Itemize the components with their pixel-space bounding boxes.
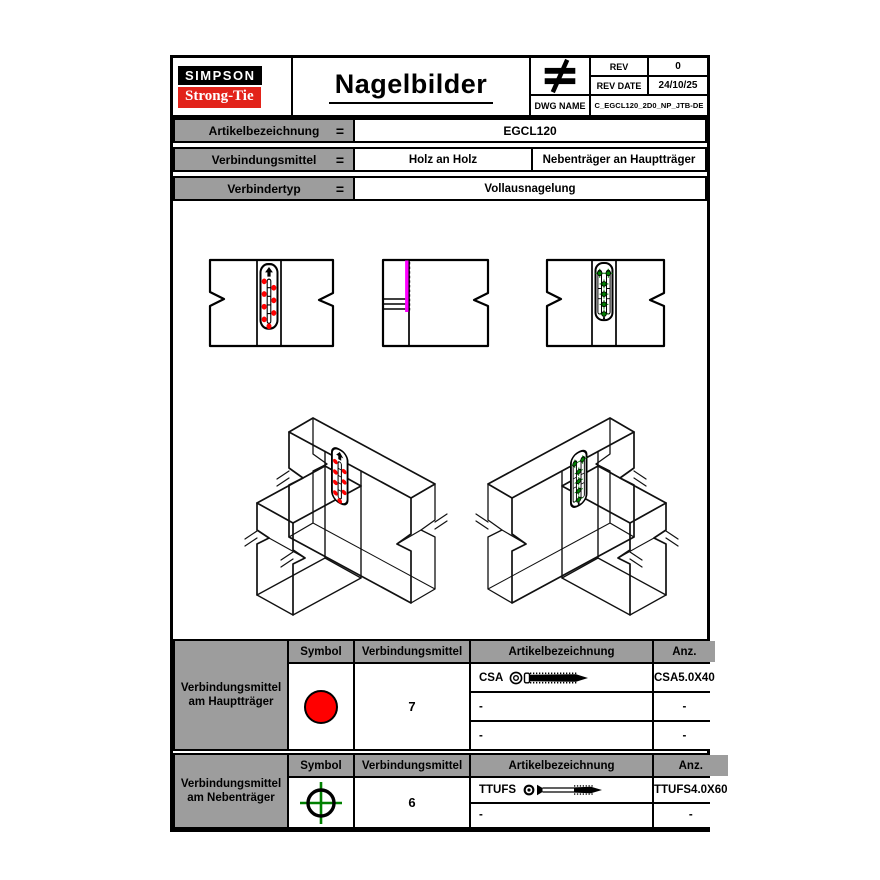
col-header-article: Artikelbezeichnung (471, 641, 652, 662)
equals-sign: = (335, 122, 344, 139)
article-info-table: Artikelbezeichnung = EGCL120 Verbindungs… (173, 118, 707, 201)
hauptrager-fastener-table: Verbindungsmittel am Hauptträger Symbol … (173, 639, 715, 751)
fastener-cell: CSA (471, 664, 652, 691)
group-label-hauptrager: Verbindungsmittel am Hauptträger (175, 641, 287, 749)
article-cell: TTUFS4.0X60 (654, 778, 728, 802)
fastener-cell: - (471, 722, 652, 749)
logo-strongtie: Strong-Tie (178, 86, 261, 108)
rev-label: REV (591, 58, 647, 75)
fastener-cell: TTUFS (471, 778, 652, 802)
iso-view-hauptrager-side (244, 417, 448, 616)
title-block: SIMPSON Strong-Tie Nagelbilder REV 0 REV… (173, 58, 707, 118)
col-header-article: Artikelbezeichnung (471, 755, 652, 776)
col-header-symbol: Symbol (289, 755, 353, 776)
info-label: Verbindertyp = (175, 178, 353, 199)
iso-view-nebentrager-side (475, 417, 679, 616)
csa-screw-icon (509, 671, 589, 684)
info-label: Artikelbezeichnung = (175, 120, 353, 141)
nail-pattern-drawings (173, 201, 707, 639)
verbindungsmittel-value-right: Nebenträger an Hauptträger (533, 149, 705, 170)
front-view-nebentrager-nails (545, 258, 666, 348)
group-label-nebentrager: Verbindungsmittel am Nebenträger (175, 755, 287, 827)
nebentrager-qty: 6 (355, 778, 469, 827)
hauptrager-qty: 7 (355, 664, 469, 749)
info-label: Verbindungsmittel = (175, 149, 353, 170)
revision-table: REV 0 REV DATE 24/10/25 DWG NAME C_EGCL1… (531, 58, 707, 115)
dwg-name-label: DWG NAME (531, 96, 589, 115)
nebentrager-symbol-cell (289, 778, 353, 827)
sheet-title: Nagelbilder (328, 69, 494, 104)
col-header-fastener: Verbindungsmittel (355, 755, 469, 776)
equals-sign: = (335, 180, 344, 197)
drawing-sheet: SIMPSON Strong-Tie Nagelbilder REV 0 REV… (170, 55, 728, 832)
verbindertyp-value: Vollausnagelung (355, 178, 705, 199)
col-header-fastener: Verbindungsmittel (355, 641, 469, 662)
article-cell: CSA5.0X40 (654, 664, 715, 691)
ttufs-screw-icon (523, 784, 603, 796)
sheet-title-cell: Nagelbilder (293, 58, 531, 115)
hauptrager-symbol-cell (289, 664, 353, 749)
not-equal-icon (531, 58, 589, 94)
rev-date-value: 24/10/25 (649, 77, 707, 94)
dwg-name-value: C_EGCL120_2D0_NP_JTB-DE (591, 96, 707, 115)
front-view-hauptrager-nails (208, 258, 335, 348)
col-header-symbol: Symbol (289, 641, 353, 662)
green-crosshair-circle-symbol (300, 781, 342, 824)
artikelbezeichnung-value: EGCL120 (355, 120, 705, 141)
nebentrager-fastener-table: Verbindungsmittel am Nebenträger Symbol … (173, 753, 728, 829)
logo-simpson: SIMPSON (178, 65, 263, 85)
rev-date-label: REV DATE (591, 77, 647, 94)
info-row-verbindungsmittel: Verbindungsmittel = Holz an Holz Nebentr… (173, 147, 707, 172)
info-row-verbindertyp: Verbindertyp = Vollausnagelung (173, 176, 707, 201)
side-view-plate-edge (381, 258, 490, 348)
fastener-cell: - (471, 693, 652, 720)
equals-sign: = (335, 151, 344, 168)
article-cell: - (654, 693, 715, 720)
verbindungsmittel-value-left: Holz an Holz (355, 149, 531, 170)
fastener-cell: - (471, 803, 652, 827)
info-row-artikelbezeichnung: Artikelbezeichnung = EGCL120 (173, 118, 707, 143)
simpson-strongtie-logo: SIMPSON Strong-Tie (173, 58, 293, 115)
col-header-qty: Anz. (654, 641, 715, 662)
article-cell: - (654, 722, 715, 749)
col-header-qty: Anz. (654, 755, 728, 776)
article-cell: - (654, 803, 728, 827)
red-circle-symbol (304, 689, 338, 724)
rev-value: 0 (649, 58, 707, 75)
